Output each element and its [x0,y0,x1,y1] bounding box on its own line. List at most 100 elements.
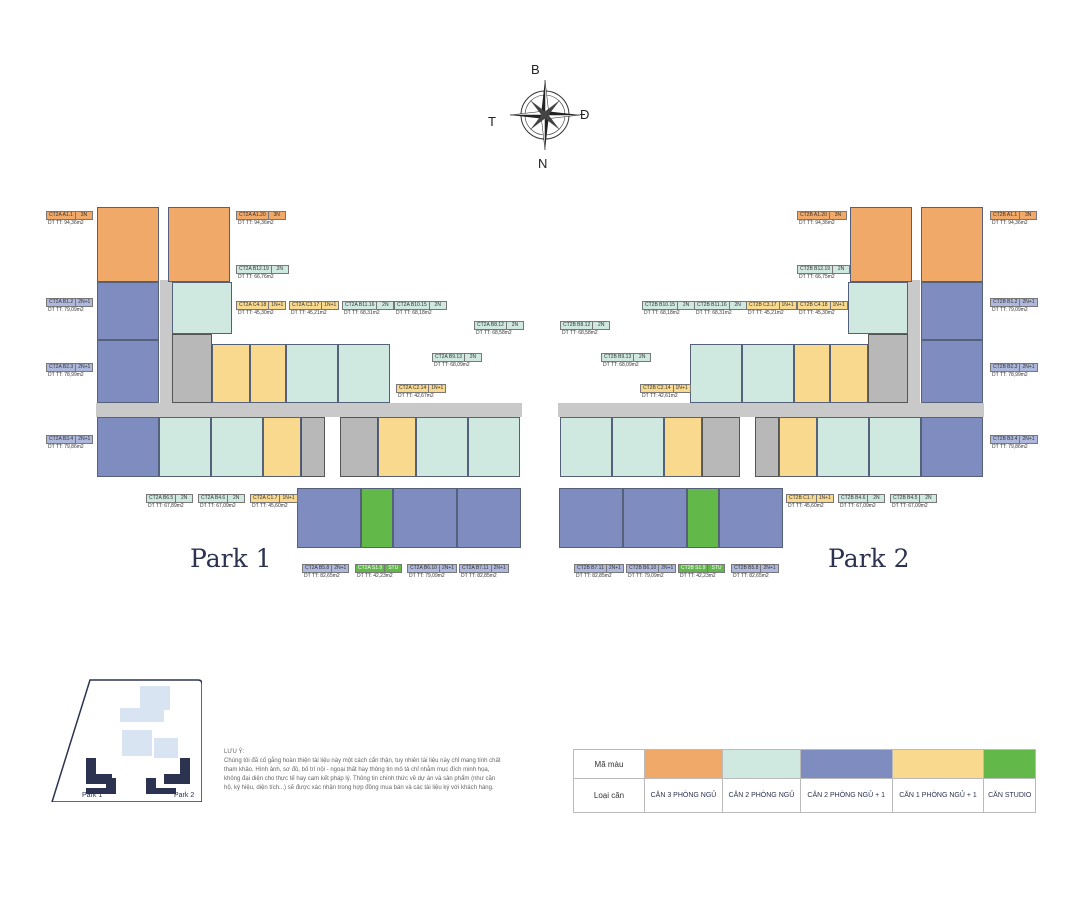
unit-ct2a-c2-14[interactable] [378,417,416,477]
unit-ct2b-c2-14[interactable] [664,417,702,477]
unit-ct2b-s1-9[interactable] [687,488,719,548]
unit-ct2b-b11-16[interactable] [742,344,794,403]
unit-type: 2N [464,353,482,362]
unit-area: DT TT: 94,36m2 [48,220,84,226]
unit-ct2b-b6-10[interactable] [623,488,687,548]
unit-type: 1N+1 [429,384,447,393]
unit-ct2a-b6-5[interactable] [159,417,211,477]
unit-ct2b-b7-11[interactable] [559,488,623,548]
unit-area: DT TT: 45,21m2 [748,310,784,316]
unit-ct2a-b6-10[interactable] [393,488,457,548]
unit-area: DT TT: 68,18m2 [644,310,680,316]
legend-swatch [721,749,801,779]
unit-ct2b-b2-3[interactable] [921,340,983,403]
minimap-park1-label: Park 1 [82,792,103,799]
unit-type: 3N [829,211,847,220]
unit-ct2a-b3-4[interactable] [97,417,159,477]
unit-ct2a-b12-19[interactable] [172,282,232,334]
unit-ct2a-b1-2[interactable] [97,282,159,340]
unit-code: CT2A B6.5 [146,494,177,503]
unit-ct2b-c3-17[interactable] [794,344,830,403]
unit-code: CT2A B2.3 [46,363,77,372]
unit-type: 1N+1 [816,494,834,503]
unit-ct2b-a1-1[interactable] [921,207,983,282]
unit-type: 1N+1 [322,301,340,310]
corridor [160,280,172,410]
legend-table: Mã màu Loại căn CĂN 3 PHÒNG NGỦ CĂN 2 PH… [573,749,1036,813]
unit-area: DT TT: 67,89m2 [148,503,184,509]
unit-ct2b-b4-6[interactable] [817,417,869,477]
unit-ct2a-a1-1[interactable] [97,207,159,282]
unit-code: CT2A B8.12 [474,321,507,330]
unit-type: 2N [506,321,524,330]
unit-type: 3N [75,211,93,220]
unit-ct2b-b5-8[interactable] [719,488,783,548]
unit-ct2a-b8-12[interactable] [468,417,520,477]
unit-code: CT2A C4.18 [236,301,270,310]
unit-code: CT2B A1.1 [990,211,1021,220]
unit-area: DT TT: 94,36m2 [799,220,835,226]
unit-ct2b-b3-4[interactable] [921,417,983,477]
unit-type: 2N+1 [491,564,509,573]
unit-ct2a-b11-16[interactable] [286,344,338,403]
unit-type: STU [385,564,403,573]
unit-ct2b-b8-12[interactable] [560,417,612,477]
unit-ct2a-b4-6[interactable] [211,417,263,477]
unit-code: CT2B S1.9 [678,564,709,573]
stair-core [172,334,212,403]
unit-area: DT TT: 45,60m2 [788,503,824,509]
unit-ct2b-b1-2[interactable] [921,282,983,340]
unit-code: CT2B C3.17 [746,301,780,310]
floorplan-park-1: Park 1 [0,0,540,600]
unit-ct2b-c4-18[interactable] [830,344,868,403]
unit-ct2b-b12-19[interactable] [848,282,908,334]
unit-ct2b-b10-15[interactable] [690,344,742,403]
unit-ct2a-c4-18[interactable] [212,344,250,403]
corridor [908,280,920,410]
unit-type: 2N+1 [332,564,350,573]
legend-swatch [891,749,985,779]
legend-label: CĂN 2 PHÒNG NGỦ + 1 [799,778,893,813]
unit-ct2a-b2-3[interactable] [97,340,159,403]
unit-ct2a-b10-15[interactable] [338,344,390,403]
unit-type: 2N+1 [1020,435,1038,444]
unit-ct2b-a1-20[interactable] [850,207,912,282]
unit-area: DT TT: 82,65m2 [733,573,769,579]
unit-code: CT2B B4.6 [838,494,869,503]
unit-ct2b-b4-5[interactable] [869,417,921,477]
unit-ct2a-s1-9[interactable] [361,488,393,548]
unit-type: 1N+1 [269,301,287,310]
stair-core [868,334,908,403]
unit-ct2b-c1-7[interactable] [779,417,817,477]
unit-area: DT TT: 79,86m2 [992,444,1028,450]
unit-area: DT TT: 42,23m2 [357,573,393,579]
unit-ct2a-c3-17[interactable] [250,344,286,403]
unit-code: CT2B B12.19 [797,265,834,274]
unit-ct2b-b9-13[interactable] [612,417,664,477]
unit-code: CT2B C1.7 [786,494,817,503]
unit-ct2a-b7-11[interactable] [457,488,521,548]
unit-type: 1N+1 [280,494,298,503]
unit-code: CT2B B4.5 [890,494,921,503]
unit-area: DT TT: 42,67m2 [398,393,434,399]
note-body: Chúng tôi đã cố gắng hoàn thiện tài liệu… [224,758,501,791]
unit-ct2a-b5-8[interactable] [297,488,361,548]
unit-ct2a-a1-20[interactable] [168,207,230,282]
unit-ct2a-b9-13[interactable] [416,417,468,477]
unit-code: CT2A B12.19 [236,265,272,274]
unit-ct2a-c1-7[interactable] [263,417,301,477]
unit-type: 1N+1 [779,301,797,310]
unit-type: 2N+1 [1020,298,1038,307]
